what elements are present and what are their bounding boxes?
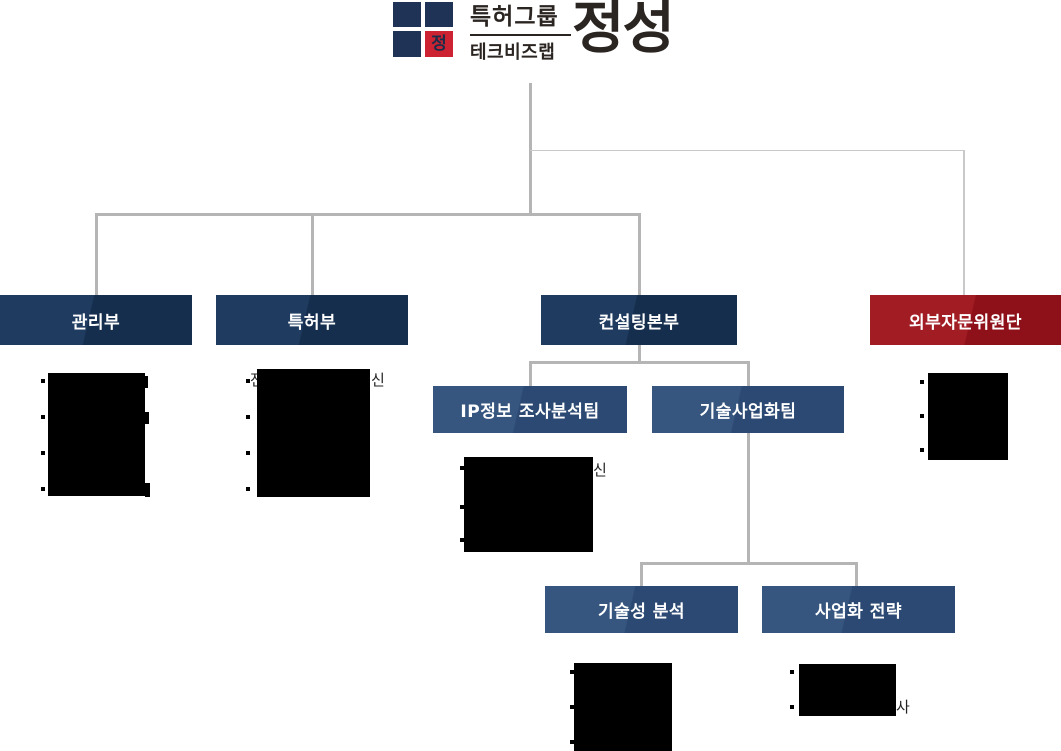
bullet-marker xyxy=(41,487,45,491)
bullet-marker xyxy=(570,670,574,674)
logo-square-jeong-icon: 정 xyxy=(425,31,453,57)
org-box-advisory: 외부자문위원단 xyxy=(870,295,1061,345)
connector-biz-team-down xyxy=(747,433,750,565)
connector-level2-horizontal xyxy=(529,361,750,364)
org-box-advisory-label: 외부자문위원단 xyxy=(909,312,1022,333)
org-box-ip-team: IP정보 조사분석팀 xyxy=(433,386,627,433)
bullet-marker xyxy=(920,414,924,418)
bullet-marker xyxy=(246,487,250,491)
connector-drop-management xyxy=(95,213,98,295)
bullet-marker xyxy=(570,740,574,744)
org-box-patent-label: 특허부 xyxy=(287,312,337,333)
redacted-fragment-mark xyxy=(145,483,150,497)
redaction-block-tech-analysis xyxy=(574,663,672,751)
bullet-marker xyxy=(41,379,45,383)
bullet-marker xyxy=(460,538,464,542)
fragment-patent-line1-end: 신 xyxy=(371,371,385,389)
logo-group-line1: 특허그룹 xyxy=(470,4,559,30)
connector-drop-ip-team xyxy=(529,361,532,386)
connector-level3-horizontal xyxy=(640,562,858,565)
org-box-patent: 특허부 xyxy=(216,295,408,345)
connector-consulting-down xyxy=(638,345,641,364)
logo-text-column: 특허그룹 테크비즈랩 xyxy=(470,1,571,64)
bullet-marker xyxy=(570,705,574,709)
connector-drop-biz-team xyxy=(747,361,750,386)
redaction-block-ip-team xyxy=(464,457,593,552)
bullet-marker xyxy=(460,505,464,509)
org-box-biz-team-label: 기술사업화팀 xyxy=(699,402,797,422)
logo-group-line2: 테크비즈랩 xyxy=(470,42,556,63)
connector-drop-tech-analysis xyxy=(640,562,643,586)
fragment-ip-line1-end: 신 xyxy=(593,461,607,479)
connector-advisory-drop xyxy=(963,150,965,295)
org-box-management: 관리부 xyxy=(0,295,192,345)
bullet-marker xyxy=(790,670,794,674)
connector-drop-consulting xyxy=(638,213,641,295)
logo-mark-glyph: 정 xyxy=(431,33,447,54)
connector-root-vertical xyxy=(529,83,532,215)
logo-brand-name: 정성 xyxy=(572,0,675,61)
bullet-marker xyxy=(920,380,924,384)
org-box-consulting: 컨설팅본부 xyxy=(541,295,737,345)
bullet-marker xyxy=(41,451,45,455)
bullet-marker xyxy=(246,451,250,455)
org-box-ip-team-label: IP정보 조사분석팀 xyxy=(460,402,600,422)
logo-square-bottom-left xyxy=(393,31,421,57)
redaction-block-biz-strategy xyxy=(799,664,896,716)
bullet-marker xyxy=(246,415,250,419)
connector-drop-patent xyxy=(311,213,314,295)
org-box-consulting-label: 컨설팅본부 xyxy=(598,312,680,333)
fragment-strategy-line2-end: 사 xyxy=(896,698,910,716)
org-box-biz-team: 기술사업화팀 xyxy=(652,386,844,433)
org-box-management-label: 관리부 xyxy=(71,312,121,333)
bullet-marker xyxy=(920,448,924,452)
logo-divider xyxy=(470,34,571,36)
redacted-fragment-mark xyxy=(145,376,148,388)
redacted-fragment-mark xyxy=(145,412,149,424)
org-box-tech-analysis-label: 기술성 분석 xyxy=(597,602,686,622)
bullet-marker xyxy=(790,705,794,709)
org-box-biz-strategy-label: 사업화 전략 xyxy=(814,602,903,622)
connector-advisory-horizontal xyxy=(530,150,964,151)
org-box-biz-strategy: 사업화 전략 xyxy=(762,586,955,633)
logo-square-top-left xyxy=(393,2,421,27)
bullet-marker xyxy=(41,415,45,419)
bullet-marker xyxy=(246,379,250,383)
connector-level1-horizontal xyxy=(95,213,641,216)
logo-square-top-right xyxy=(425,2,453,27)
connector-drop-biz-strategy xyxy=(855,562,858,586)
redaction-block-patent xyxy=(257,369,370,497)
redaction-block-advisory xyxy=(928,373,1008,460)
redaction-block-management xyxy=(48,373,145,496)
bullet-marker xyxy=(460,466,464,470)
org-box-tech-analysis: 기술성 분석 xyxy=(545,586,738,633)
